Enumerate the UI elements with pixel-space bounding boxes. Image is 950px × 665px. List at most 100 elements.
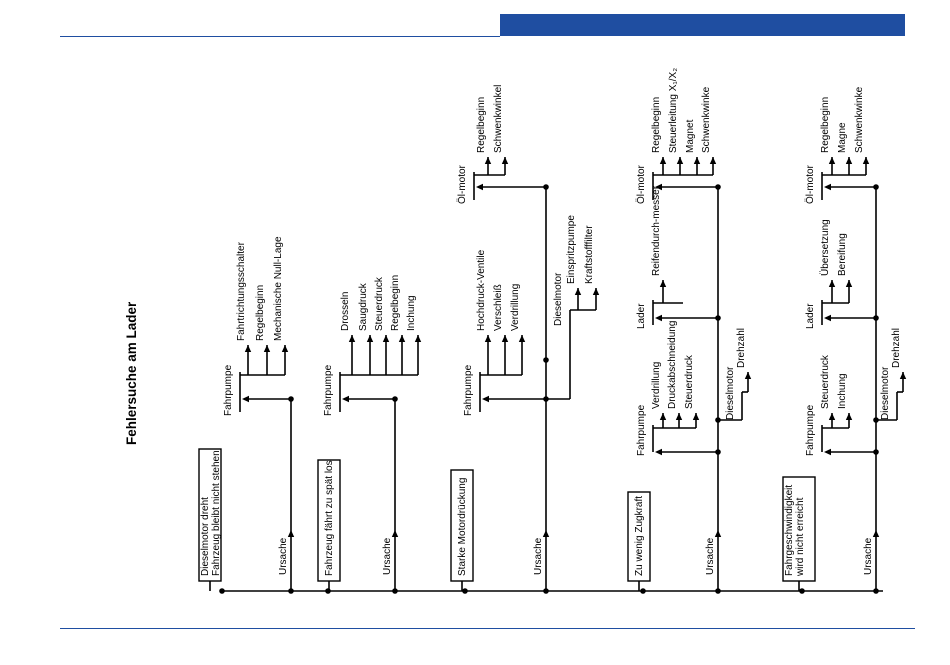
arrow-head — [501, 335, 509, 342]
cause-item: Saugdruck — [358, 282, 369, 331]
group-label: Fahrpumpe — [323, 364, 334, 416]
group-label: Fahrpumpe — [223, 364, 234, 416]
arrow-head — [709, 157, 717, 164]
fault-text: Zu wenig Zugkraft — [634, 496, 645, 576]
fault-junction-dot — [325, 588, 331, 594]
group-label: Fahrpumpe — [463, 364, 474, 416]
group-label: Fahrpumpe — [636, 404, 647, 456]
junction-dot — [873, 184, 879, 190]
arrow-head — [676, 157, 684, 164]
cause-item: Drehzahl — [736, 328, 747, 368]
ursache-junction-dot — [873, 588, 879, 594]
arrow-head — [824, 183, 831, 191]
arrow-head — [244, 345, 252, 352]
arrow-head — [542, 530, 550, 537]
junction-dot — [288, 396, 294, 402]
arrow-head — [659, 413, 667, 420]
arrow-head — [482, 395, 489, 403]
arrow-head — [828, 413, 836, 420]
arrow-head — [287, 530, 295, 537]
ursache-label: Ursache — [278, 537, 289, 575]
arrow-head — [342, 395, 349, 403]
ursache-label: Ursache — [863, 537, 874, 575]
group-label: Öl-motor — [456, 164, 468, 204]
cause-item: Bereifung — [837, 233, 848, 276]
fault-text: Fahrzeug bleibt nicht stehen — [211, 450, 222, 576]
page-title: Fehlersuche am Lader — [124, 301, 139, 445]
cause-item: Regelbeginn — [651, 97, 662, 153]
arrow-head — [659, 157, 667, 164]
arrow-head — [574, 288, 582, 295]
arrow-head — [366, 335, 374, 342]
junction-dot — [715, 184, 721, 190]
arrow-head — [382, 335, 390, 342]
cause-item: Drehzahl — [891, 328, 902, 368]
cause-item: Magnet — [685, 119, 696, 153]
fault-junction-dot — [640, 588, 646, 594]
arrow-head — [899, 372, 907, 379]
cause-item: Übersetzung — [819, 219, 831, 276]
cause-item: Hochdruck-Ventile — [476, 249, 487, 331]
group-label: Dieselmotor — [553, 272, 564, 326]
cause-item: Druckabschneidung — [667, 321, 678, 409]
arrow-head — [398, 335, 406, 342]
cause-item: Regelbeginn — [820, 97, 831, 153]
fault-text: Fahrzeug fährt zu spät los — [324, 460, 335, 576]
cause-item: Steuerleitung X₁/X₂ — [668, 68, 679, 153]
junction-dot — [873, 315, 879, 321]
ursache-label: Ursache — [533, 537, 544, 575]
fault-junction-dot — [799, 588, 805, 594]
group-label: Dieselmotor — [880, 366, 891, 420]
cause-item: Fahrtrichtungsschalter — [236, 241, 247, 341]
arrow-head — [693, 157, 701, 164]
fault-text: Dieselmotor dreht — [200, 497, 211, 576]
arrow-head — [845, 413, 853, 420]
cause-item: Verdrillung — [510, 284, 521, 331]
group-label: Lader — [636, 303, 647, 329]
fault-box — [782, 476, 816, 582]
cause-item: Steuerdruck — [820, 354, 831, 409]
junction-dot — [543, 357, 549, 363]
arrow-head — [655, 448, 662, 456]
fault-text: Starke Motordrückung — [457, 478, 468, 576]
arrow-head — [518, 335, 526, 342]
ursache-junction-dot — [543, 588, 549, 594]
arrow-head — [862, 157, 870, 164]
arrow-head — [281, 345, 289, 352]
arrow-head — [348, 335, 356, 342]
fault-junction-dot — [219, 588, 225, 594]
cause-item: Reifendurch-messer — [651, 185, 662, 276]
ursache-junction-dot — [392, 588, 398, 594]
group-label: Öl-motor — [804, 164, 816, 204]
arrow-head — [845, 280, 853, 287]
junction-dot — [543, 184, 549, 190]
cause-item: Steuerdruck — [374, 276, 385, 331]
arrow-head — [414, 335, 422, 342]
fault-text: wird nicht erreicht — [795, 497, 806, 577]
arrow-head — [391, 530, 399, 537]
arrow-head — [242, 395, 249, 403]
cause-item: Inchung — [406, 295, 417, 331]
arrow-head — [828, 280, 836, 287]
arrow-head — [659, 280, 667, 287]
arrow-head — [655, 183, 662, 191]
ursache-label: Ursache — [705, 537, 716, 575]
group-label: Öl-motor — [635, 164, 647, 204]
cause-item: Schwenkwinkel — [493, 85, 504, 153]
group-label: Dieselmotor — [725, 366, 736, 420]
arrow-head — [484, 157, 492, 164]
arrow-head — [714, 530, 722, 537]
arrow-head — [675, 413, 683, 420]
cause-item: Schwenkwinke — [701, 86, 712, 153]
group-label: Lader — [805, 303, 816, 329]
group-label: Fahrpumpe — [805, 404, 816, 456]
arrow-head — [824, 448, 831, 456]
arrow-head — [845, 157, 853, 164]
arrow-head — [872, 530, 880, 537]
ursache-junction-dot — [715, 588, 721, 594]
footer-rule — [60, 628, 915, 629]
fault-text: Fahrgeschwindigkeit — [784, 485, 795, 576]
fault-junction-dot — [462, 588, 468, 594]
cause-item: Kraftstofffilter — [584, 225, 595, 284]
